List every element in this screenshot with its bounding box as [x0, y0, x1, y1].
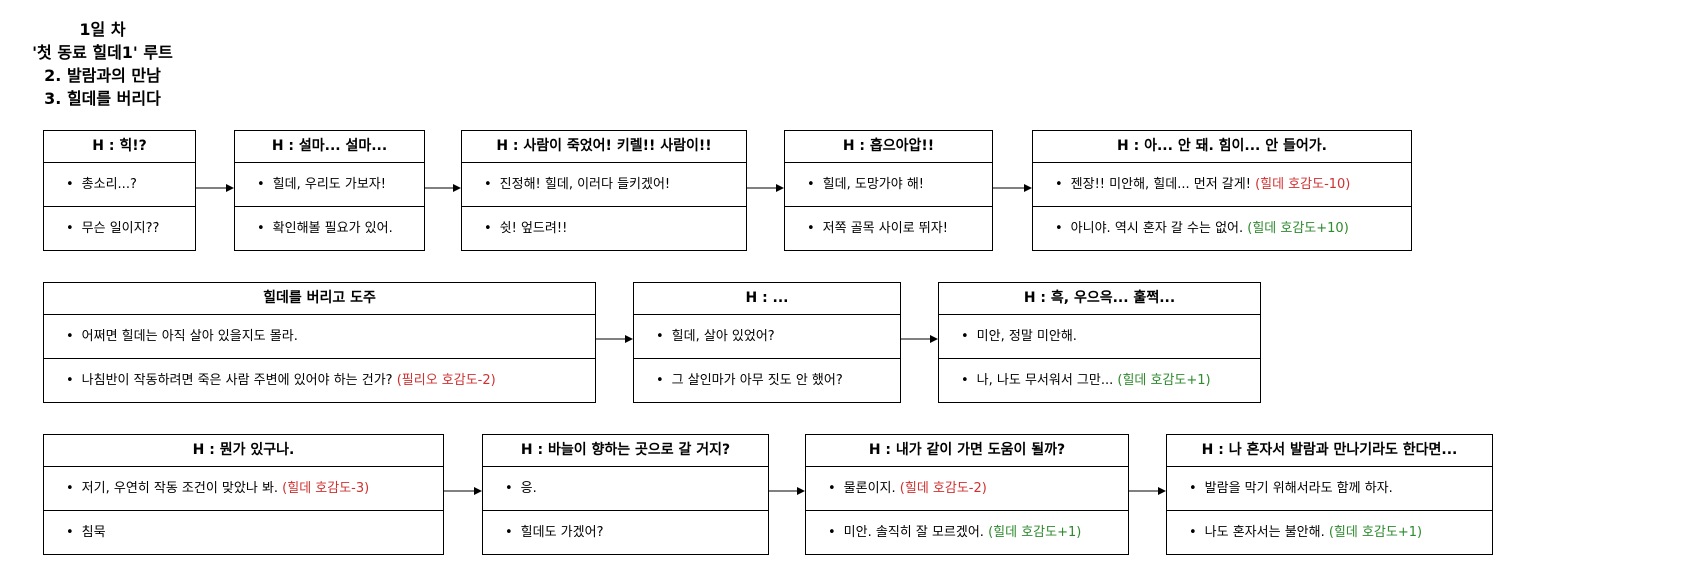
node-title: H : 설마... 설마...: [235, 131, 424, 163]
choice-option: 아니야. 역시 혼자 갈 수는 없어. (힐데 호감도+10): [1033, 206, 1411, 250]
node-title: H : 내가 같이 가면 도움이 될까?: [806, 435, 1128, 467]
choice-text: 나, 나도 무서워서 그만...: [976, 373, 1118, 388]
choice-option: 응.: [483, 467, 768, 510]
choice-text: 힐데, 살아 있었어?: [671, 329, 775, 344]
dialogue-node-10: H : 바늘이 향하는 곳으로 갈 거지? 응. 힐데도 가겠어?: [482, 434, 769, 555]
dialogue-node-1: H : 힉!? 총소리...? 무슨 일이지??: [43, 130, 196, 251]
choice-text: 진정해! 힐데, 이러다 들키겠어!: [499, 177, 671, 192]
node-title: H : 사람이 죽었어! 키렐!! 사람이!!: [462, 131, 746, 163]
node-title: H : 뭔가 있구나.: [44, 435, 443, 467]
choice-option: 발람을 막기 위해서라도 함께 하자.: [1167, 467, 1492, 510]
choice-text: 힐데도 가겠어?: [520, 525, 604, 540]
affinity-effect: (힐데 호감도-2): [899, 481, 987, 496]
choice-text: 힐데, 도망가야 해!: [822, 177, 925, 192]
node-title: H : 흡으아압!!: [785, 131, 992, 163]
diagram-header: 1일 차 '첫 동료 힐데1' 루트 2. 발람과의 만남 3. 힐데를 버리다: [10, 18, 195, 110]
choice-text: 그 살인마가 아무 짓도 안 했어?: [671, 373, 843, 388]
choice-text: 나도 혼자서는 불안해.: [1204, 525, 1329, 540]
choice-text: 저기, 우연히 작동 조건이 맞았나 봐.: [81, 481, 283, 496]
choice-option: 무슨 일이지??: [44, 206, 195, 250]
choice-option: 저쪽 골목 사이로 뛰자!: [785, 206, 992, 250]
choice-option: 물론이지. (힐데 호감도-2): [806, 467, 1128, 510]
dialogue-node-5: H : 아... 안 돼. 힘이... 안 들어가. 젠장!! 미안해, 힐데.…: [1032, 130, 1412, 251]
choice-text: 아니야. 역시 혼자 갈 수는 없어.: [1070, 221, 1248, 236]
header-route: '첫 동료 힐데1' 루트: [32, 43, 173, 62]
choice-text: 침묵: [81, 525, 106, 540]
choice-option: 확인해볼 필요가 있어.: [235, 206, 424, 250]
choice-option: 힐데, 우리도 가보자!: [235, 163, 424, 206]
dialogue-node-2: H : 설마... 설마... 힐데, 우리도 가보자! 확인해볼 필요가 있어…: [234, 130, 425, 251]
choice-option: 진정해! 힐데, 이러다 들키겠어!: [462, 163, 746, 206]
affinity-effect: (필리오 호감도-2): [396, 373, 496, 388]
choice-option: 나도 혼자서는 불안해. (힐데 호감도+1): [1167, 510, 1492, 554]
choice-text: 물론이지.: [843, 481, 900, 496]
node-title: H : 바늘이 향하는 곳으로 갈 거지?: [483, 435, 768, 467]
affinity-effect: (힐데 호감도-10): [1255, 177, 1351, 192]
choice-option: 힐데, 도망가야 해!: [785, 163, 992, 206]
dialogue-node-12: H : 나 혼자서 발람과 만나기라도 한다면... 발람을 막기 위해서라도 …: [1166, 434, 1493, 555]
node-title: H : 힉!?: [44, 131, 195, 163]
choice-text: 미안, 정말 미안해.: [976, 329, 1077, 344]
choice-text: 발람을 막기 위해서라도 함께 하자.: [1204, 481, 1393, 496]
choice-option: 저기, 우연히 작동 조건이 맞았나 봐. (힐데 호감도-3): [44, 467, 443, 510]
choice-text: 젠장!! 미안해, 힐데... 먼저 갈게!: [1070, 177, 1256, 192]
affinity-effect: (힐데 호감도+10): [1247, 221, 1349, 236]
dialogue-node-9: H : 뭔가 있구나. 저기, 우연히 작동 조건이 맞았나 봐. (힐데 호감…: [43, 434, 444, 555]
dialogue-node-3: H : 사람이 죽었어! 키렐!! 사람이!! 진정해! 힐데, 이러다 들키겠…: [461, 130, 747, 251]
choice-option: 침묵: [44, 510, 443, 554]
dialogue-node-8: H : 흑, 우으윽... 훌쩍... 미안, 정말 미안해. 나, 나도 무서…: [938, 282, 1261, 403]
choice-text: 나침반이 작동하려면 죽은 사람 주변에 있어야 하는 건가?: [81, 373, 397, 388]
choice-text: 응.: [520, 481, 537, 496]
choice-text: 확인해볼 필요가 있어.: [272, 221, 393, 236]
choice-text: 총소리...?: [81, 177, 137, 192]
node-title: H : 흑, 우으윽... 훌쩍...: [939, 283, 1260, 315]
choice-option: 어쩌면 힐데는 아직 살아 있을지도 몰라.: [44, 315, 595, 358]
choice-option: 미안. 솔직히 잘 모르겠어. (힐데 호감도+1): [806, 510, 1128, 554]
choice-option: 미안, 정말 미안해.: [939, 315, 1260, 358]
dialogue-node-6: 힐데를 버리고 도주 어쩌면 힐데는 아직 살아 있을지도 몰라. 나침반이 작…: [43, 282, 596, 403]
choice-option: 젠장!! 미안해, 힐데... 먼저 갈게! (힐데 호감도-10): [1033, 163, 1411, 206]
header-chapter-3: 3. 힐데를 버리다: [44, 89, 161, 108]
choice-option: 힐데도 가겠어?: [483, 510, 768, 554]
affinity-effect: (힐데 호감도+1): [1117, 373, 1211, 388]
choice-text: 힐데, 우리도 가보자!: [272, 177, 386, 192]
affinity-effect: (힐데 호감도-3): [282, 481, 370, 496]
affinity-effect: (힐데 호감도+1): [1328, 525, 1423, 540]
dialogue-node-7: H : ... 힐데, 살아 있었어? 그 살인마가 아무 짓도 안 했어?: [633, 282, 901, 403]
header-day: 1일 차: [79, 20, 126, 39]
affinity-effect: (힐데 호감도+1): [988, 525, 1082, 540]
dialogue-node-11: H : 내가 같이 가면 도움이 될까? 물론이지. (힐데 호감도-2) 미안…: [805, 434, 1129, 555]
choice-text: 무슨 일이지??: [81, 221, 160, 236]
choice-text: 어쩌면 힐데는 아직 살아 있을지도 몰라.: [81, 329, 298, 344]
dialogue-node-4: H : 흡으아압!! 힐데, 도망가야 해! 저쪽 골목 사이로 뛰자!: [784, 130, 993, 251]
choice-option: 힐데, 살아 있었어?: [634, 315, 900, 358]
node-title: H : ...: [634, 283, 900, 315]
choice-option: 쉿! 엎드려!!: [462, 206, 746, 250]
choice-option: 나침반이 작동하려면 죽은 사람 주변에 있어야 하는 건가? (필리오 호감도…: [44, 358, 595, 402]
choice-option: 총소리...?: [44, 163, 195, 206]
choice-option: 나, 나도 무서워서 그만... (힐데 호감도+1): [939, 358, 1260, 402]
choice-text: 저쪽 골목 사이로 뛰자!: [822, 221, 948, 236]
node-title: H : 아... 안 돼. 힘이... 안 들어가.: [1033, 131, 1411, 163]
header-chapter-2: 2. 발람과의 만남: [44, 66, 161, 85]
choice-text: 쉿! 엎드려!!: [499, 221, 568, 236]
choice-text: 미안. 솔직히 잘 모르겠어.: [843, 525, 989, 540]
node-title: H : 나 혼자서 발람과 만나기라도 한다면...: [1167, 435, 1492, 467]
choice-option: 그 살인마가 아무 짓도 안 했어?: [634, 358, 900, 402]
node-title: 힐데를 버리고 도주: [44, 283, 595, 315]
